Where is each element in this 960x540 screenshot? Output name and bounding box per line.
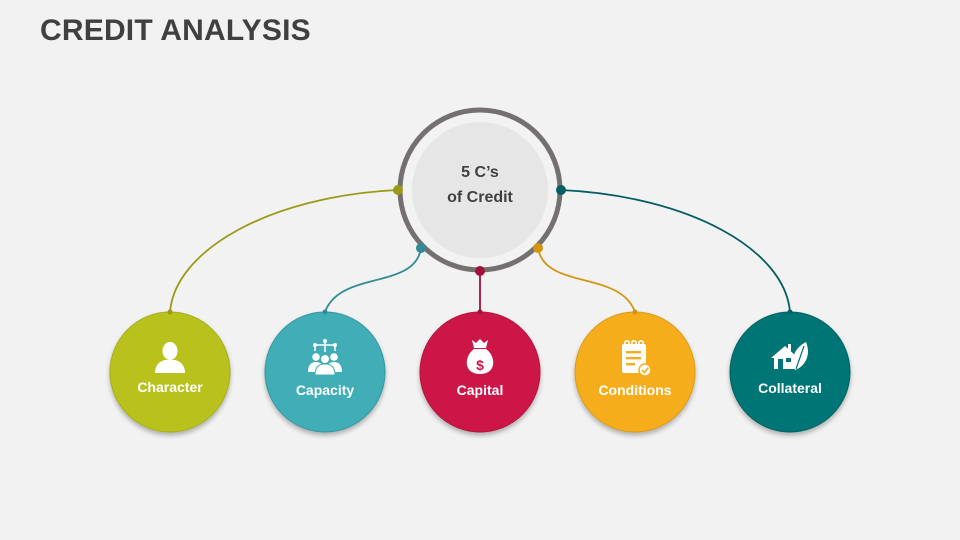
hub-dot-capital: [475, 266, 485, 276]
node-dot-character: [167, 309, 173, 315]
node-dot-conditions: [632, 309, 638, 315]
connector-conditions: [537, 247, 636, 313]
hub-dot-collateral: [556, 185, 566, 195]
node-dot-capital: [477, 309, 483, 315]
node-label-capital: Capital: [456, 382, 504, 398]
checklist-notepad-icon: [622, 339, 652, 377]
node-label-character: Character: [137, 379, 203, 395]
connector-character: [169, 189, 399, 313]
center-hub: [397, 107, 563, 273]
hub-dot-character: [393, 185, 403, 195]
svg-text:$: $: [476, 357, 484, 373]
center-line-1: 5 C’s: [461, 164, 499, 181]
money-bag-icon: $: [466, 339, 494, 374]
connector-capacity: [324, 247, 422, 313]
hub-dot-capacity: [416, 243, 426, 253]
hub-dot-conditions: [533, 243, 543, 253]
house-leaf-icon: [771, 342, 808, 370]
center-hub-label: 5 C’s of Credit: [400, 160, 560, 210]
node-label-conditions: Conditions: [598, 382, 672, 398]
node-dot-collateral: [787, 309, 793, 315]
node-collateral: [729, 311, 851, 433]
node-label-capacity: Capacity: [295, 382, 355, 398]
node-label-collateral: Collateral: [758, 380, 822, 396]
team-network-icon: [308, 339, 342, 376]
person-icon: [155, 342, 185, 373]
center-line-2: of Credit: [447, 189, 513, 206]
node-dot-capacity: [322, 309, 328, 315]
connector-collateral: [560, 189, 791, 313]
page-title: CREDIT ANALYSIS: [40, 14, 311, 47]
